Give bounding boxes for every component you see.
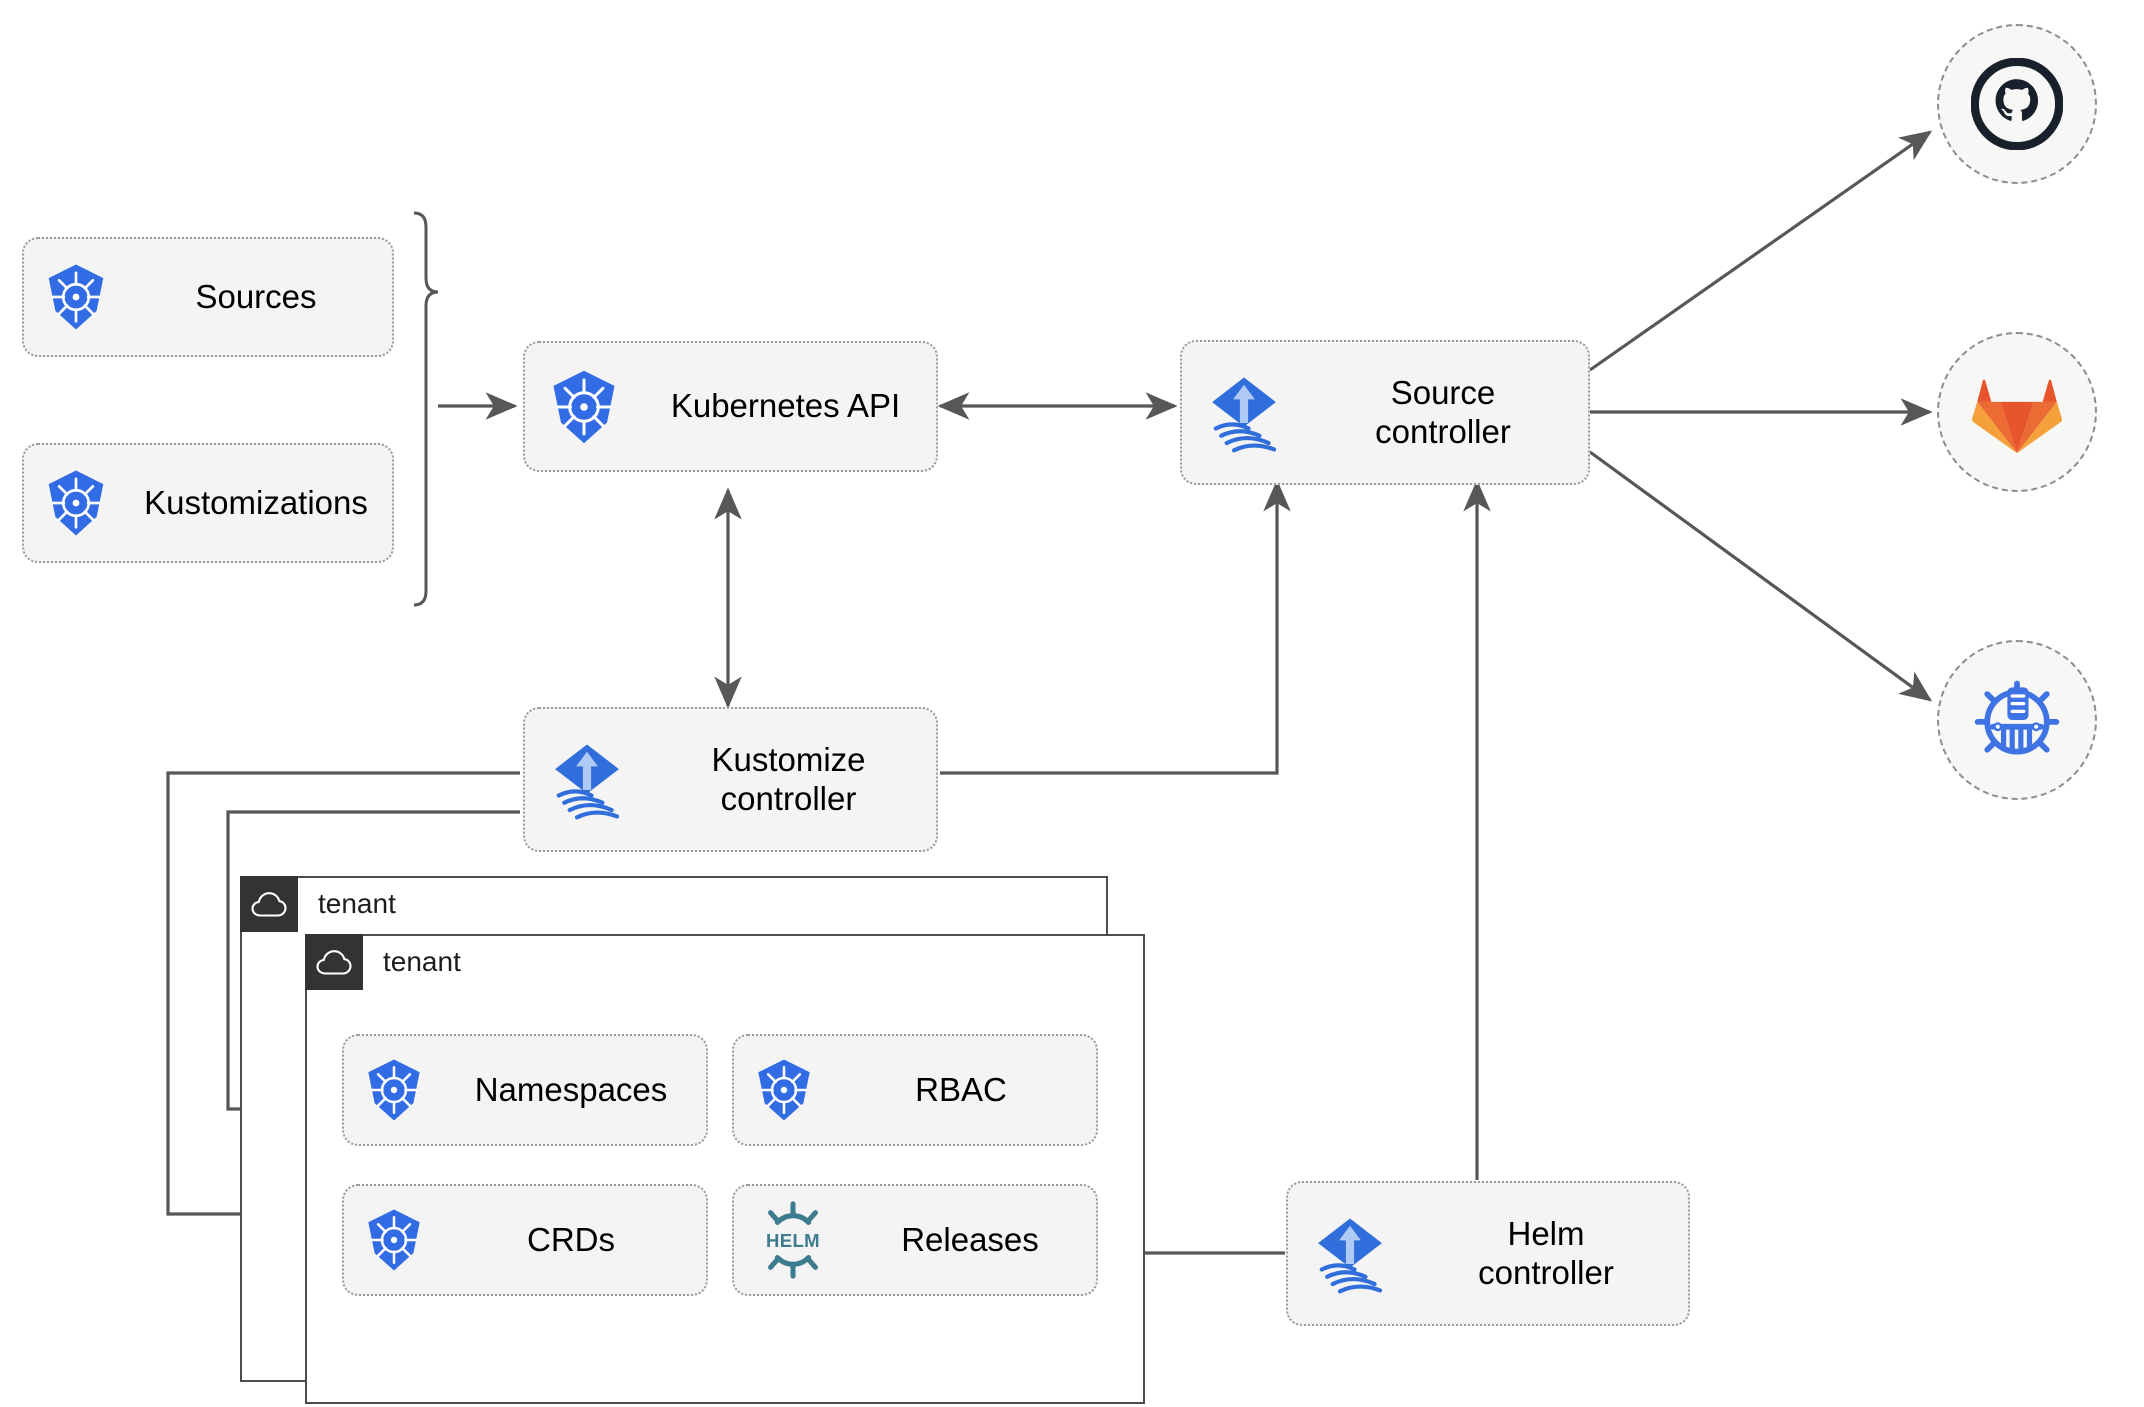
node-releases[interactable]: HELM Releases [732,1184,1098,1296]
node-rbac[interactable]: RBAC [732,1034,1098,1146]
tenant-group-inner[interactable]: tenant [305,934,1145,1404]
tenant-header-inner: tenant [305,934,461,990]
node-sources[interactable]: Sources [22,237,394,357]
flux-icon [525,739,649,821]
node-kustomize-controller[interactable]: Kustomize controller [523,707,938,852]
cloud-icon [305,934,363,990]
flux-icon [1182,372,1306,454]
node-crds[interactable]: CRDs [342,1184,708,1296]
node-label: Source controller [1375,373,1511,450]
node-label: Kustomizations [144,483,368,521]
node-namespaces[interactable]: Namespaces [342,1034,708,1146]
github-icon [1971,58,2063,150]
tenant-label: tenant [383,946,461,977]
kustomize-icon [1974,680,2060,755]
node-label: Sources [195,277,317,315]
node-label: Namespaces [474,1070,668,1108]
provider-bucket[interactable] [1937,640,2097,800]
node-label: CRDs [527,1220,615,1258]
node-helm-controller[interactable]: Helm controller [1286,1181,1690,1326]
node-label: Helm controller [1478,1214,1614,1291]
provider-gitlab[interactable] [1937,332,2097,492]
node-label: Kubernetes API [670,387,901,425]
node-label: Kustomize controller [711,740,866,817]
kubernetes-icon [344,1208,444,1272]
gitlab-icon [1971,379,2063,454]
kubernetes-icon [24,263,128,331]
provider-github[interactable] [1937,24,2097,184]
kubernetes-icon [344,1058,444,1122]
svg-text:HELM: HELM [766,1230,820,1251]
kubernetes-icon [734,1058,834,1122]
kubernetes-icon [24,469,128,537]
node-label: Releases [901,1220,1039,1258]
helm-icon: HELM [734,1201,852,1279]
node-label: RBAC [915,1070,1007,1108]
tenant-label: tenant [318,888,396,919]
kubernetes-icon [525,369,643,445]
tenant-header-outer: tenant [240,876,396,932]
node-kustomizations[interactable]: Kustomizations [22,443,394,563]
cloud-icon [240,876,298,932]
node-kubernetes-api[interactable]: Kubernetes API [523,341,938,472]
node-source-controller[interactable]: Source controller [1180,340,1590,485]
flux-icon [1288,1213,1412,1295]
